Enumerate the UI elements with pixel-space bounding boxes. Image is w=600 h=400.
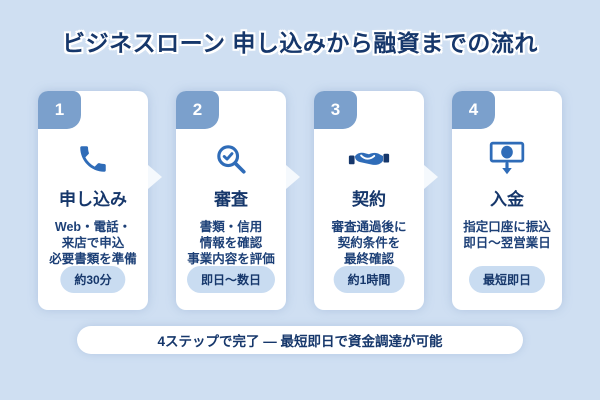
duration-badge: 約30分 — [60, 266, 126, 293]
magnifier-check-icon — [214, 135, 248, 183]
step-description: Web・電話・ 来店で申込 必要書類を準備 — [49, 220, 137, 266]
step-card-deposit: 4 入金 指定口座に振込 即日〜翌営業日 最短即日 — [452, 91, 562, 310]
step-card-screening: 2 審査 書類・信用 情報を確認 事業内容を評価 即日〜数日 — [176, 91, 300, 310]
step-description: 指定口座に振込 即日〜翌営業日 — [463, 220, 551, 250]
step-card-contract: 3 契約 審査通過後に 契約条件を 最終確認 約1時間 — [314, 91, 438, 310]
step-number-badge: 4 — [452, 91, 495, 129]
arrow-right-icon — [424, 165, 438, 189]
step-number-badge: 1 — [38, 91, 81, 129]
summary-banner: 4ステップで完了 ― 最短即日で資金調達が可能 — [77, 326, 523, 354]
handshake-icon — [348, 135, 390, 183]
step-title: 申し込み — [59, 190, 127, 209]
banknote-deposit-icon — [488, 135, 526, 183]
step-number-badge: 3 — [314, 91, 357, 129]
duration-badge: 即日〜数日 — [186, 266, 276, 293]
arrow-right-icon — [148, 165, 162, 189]
step-title: 審査 — [214, 190, 248, 209]
step-title: 入金 — [490, 190, 524, 209]
step-description: 書類・信用 情報を確認 事業内容を評価 — [187, 220, 275, 266]
step-title: 契約 — [352, 190, 386, 209]
arrow-right-icon — [286, 165, 300, 189]
page-title: ビジネスローン 申し込みから融資までの流れ — [62, 30, 538, 56]
duration-badge: 約1時間 — [333, 266, 405, 293]
steps-row: 1 申し込み Web・電話・ 来店で申込 必要書類を準備 約30分 2 審査 書… — [0, 91, 600, 310]
step-number-badge: 2 — [176, 91, 219, 129]
step-card-application: 1 申し込み Web・電話・ 来店で申込 必要書類を準備 約30分 — [38, 91, 162, 310]
duration-badge: 最短即日 — [468, 266, 546, 293]
phone-icon — [76, 135, 110, 183]
step-description: 審査通過後に 契約条件を 最終確認 — [331, 220, 407, 266]
